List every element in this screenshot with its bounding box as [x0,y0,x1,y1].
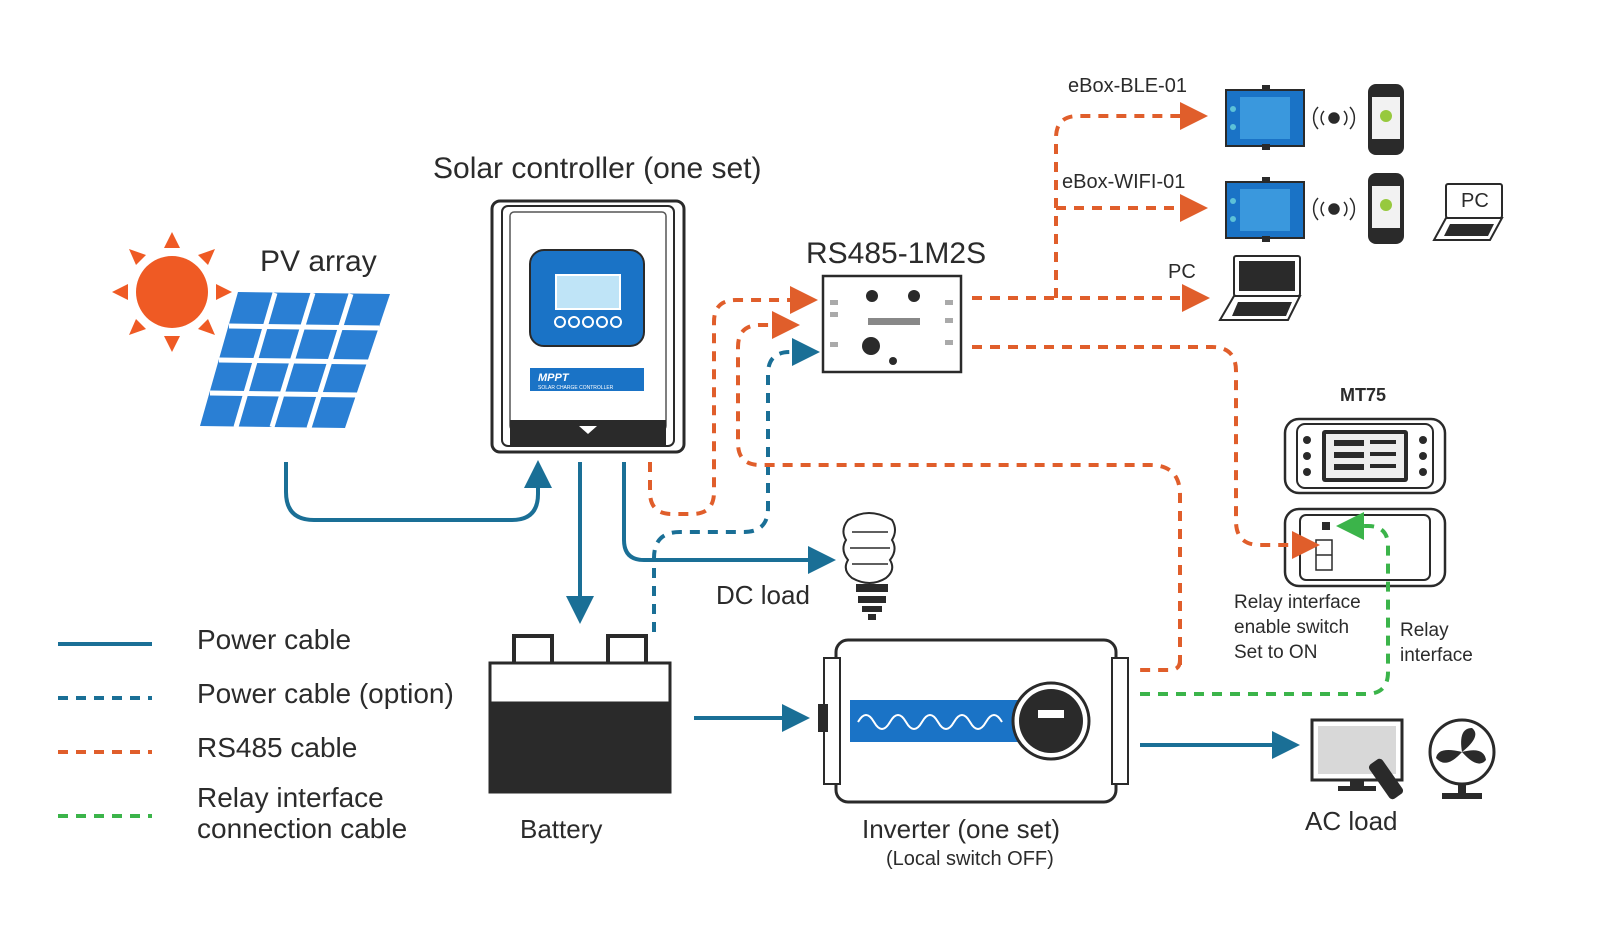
ebox-wifi-label: eBox-WIFI-01 [1062,171,1186,193]
mppt-sub-text: SOLAR CHARGE CONTROLLER [538,385,614,391]
inverter-note-label: (Local switch OFF) [886,848,1054,870]
relay-enable-label-3: Set to ON [1234,642,1318,663]
legend-text-relay-2: connection cable [197,813,408,844]
legend-text-relay-1: Relay interface [197,782,384,813]
bluetooth-signal-icon [1312,106,1356,130]
android-phone-icon [1368,84,1404,155]
mt75-label: MT75 [1340,385,1387,405]
legend-text-rs485: RS485 cable [197,732,358,763]
relay-enable-label-2: enable switch [1234,617,1350,638]
sun-icon [112,232,232,352]
legend-swatches [58,642,152,818]
rs485-module-device [821,274,963,374]
pc-mid-label: PC [1168,261,1196,283]
wifi-signal-icon [1312,197,1356,221]
legend-text-power: Power cable [197,624,352,655]
relay-enable-label-1: Relay interface [1234,592,1361,613]
power-cables [284,460,1300,759]
mppt-brand-text: MPPT [538,372,570,384]
android-phone-icon [1368,173,1404,244]
battery-label: Battery [520,814,603,844]
ebox-ble-device [1225,85,1305,150]
laptop-pc-icon [1218,255,1302,321]
solar-controller-label: Solar controller (one set) [433,152,762,185]
remote-control-icon [1368,758,1404,800]
rs485-module-label: RS485-1M2S [806,237,987,270]
fan-icon [1428,718,1496,799]
ebox-ble-label: eBox-BLE-01 [1068,75,1187,97]
rs485-cables [648,102,1320,672]
mt75-meter-device [1283,417,1447,588]
ebox-wifi-device [1225,177,1305,242]
relay-interface-label-1: Relay [1400,620,1449,641]
inverter-label: Inverter (one set) [862,814,1060,844]
relay-interface-cable [1140,512,1390,696]
dc-load-label: DC load [716,580,810,610]
battery-icon [488,634,672,794]
laptop-pc-icon [1432,183,1504,241]
ac-load-label: AC load [1305,806,1398,836]
pv-array-label: PV array [260,245,377,278]
pc-top-label: PC [1461,190,1489,212]
power-optional-cables [652,338,820,632]
light-bulb-icon [842,512,896,620]
inverter-device [818,638,1129,804]
relay-interface-label-2: interface [1400,645,1473,666]
solar-panel-icon [200,292,390,429]
legend-text-power-option: Power cable (option) [197,678,454,709]
solar-controller-device: MPPT SOLAR CHARGE CONTROLLER [490,199,686,454]
